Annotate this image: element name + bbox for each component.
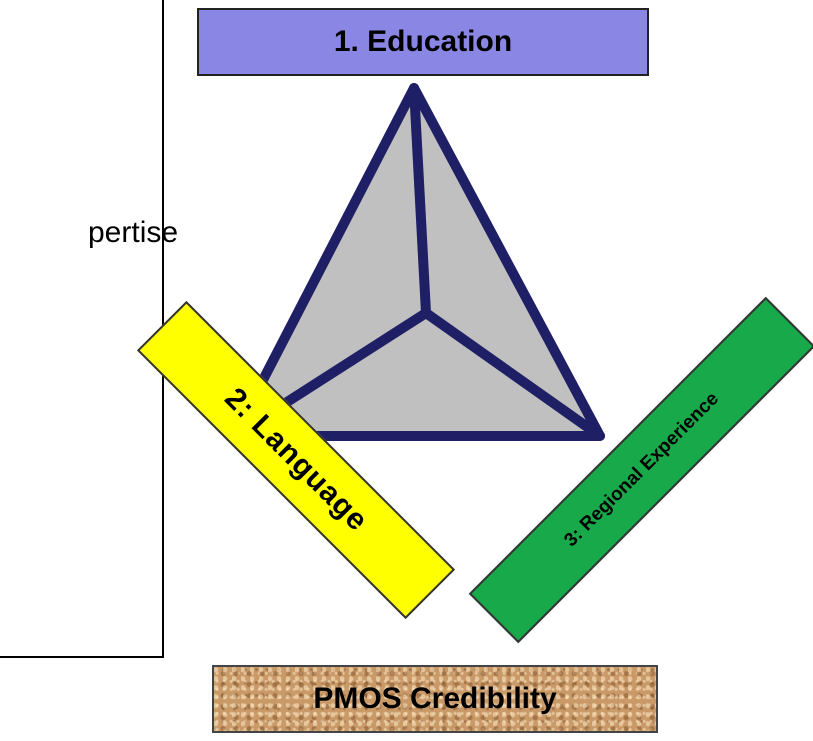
pyramid-edge-top <box>409 83 431 318</box>
clipped-expertise-text: pertise <box>88 216 179 249</box>
pyramid-outline <box>229 83 605 441</box>
pyramid-edge-right <box>421 308 605 441</box>
education-box: 1. Education <box>197 8 649 76</box>
education-label: 1. Education <box>333 25 513 58</box>
pmos-credibility-label: PMOS Credibility <box>313 682 557 715</box>
pmos-credibility-box: PMOS Credibility <box>212 665 658 733</box>
left-content-panel: pertise <box>0 0 178 658</box>
